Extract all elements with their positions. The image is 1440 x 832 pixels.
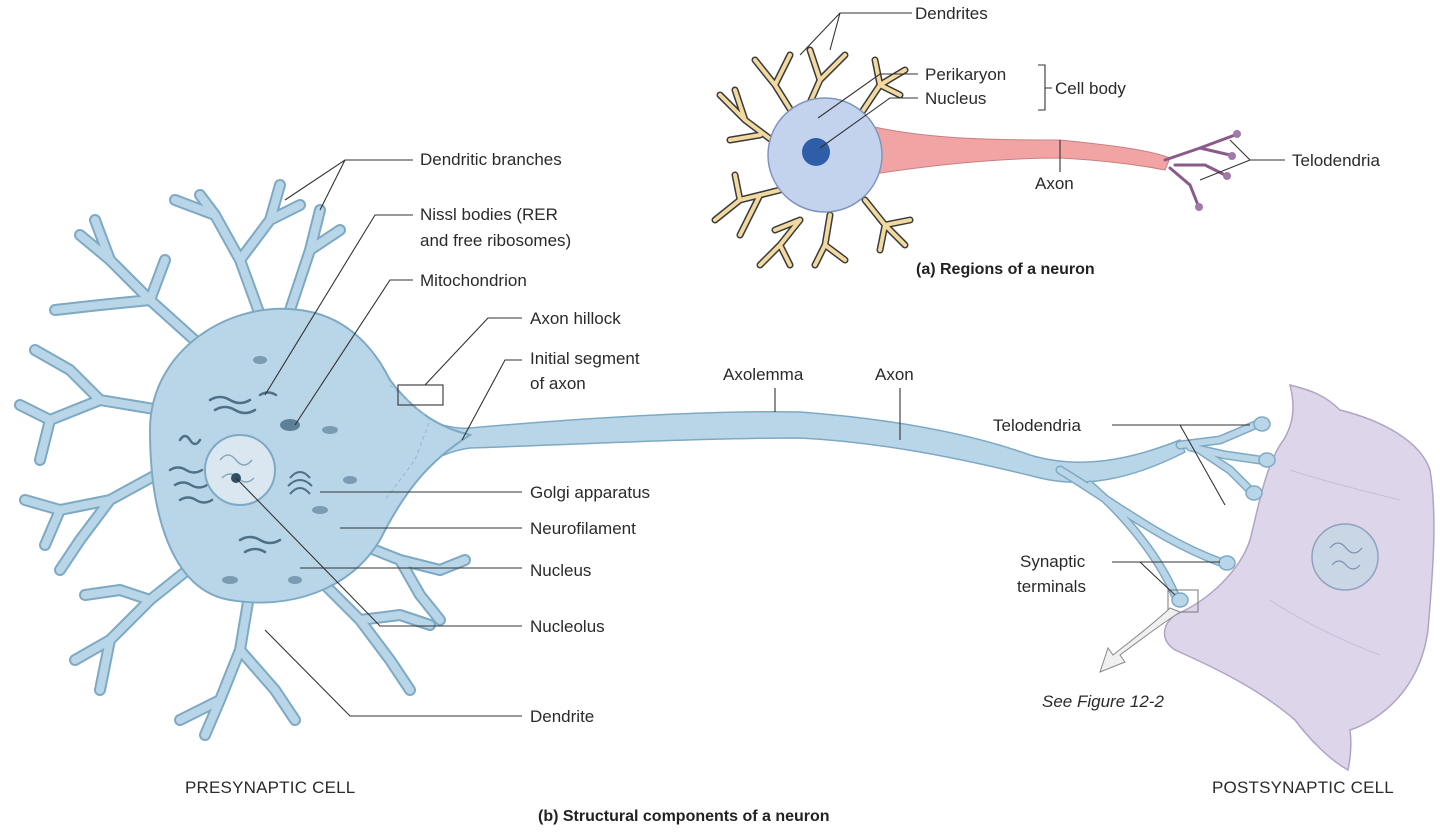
label-dendrite: Dendrite bbox=[530, 707, 594, 726]
label-nucleus-a: Nucleus bbox=[925, 89, 986, 108]
presynaptic-neuron bbox=[14, 179, 1276, 741]
label-dendrites: Dendrites bbox=[915, 4, 988, 23]
label-perikaryon: Perikaryon bbox=[925, 65, 1006, 84]
panel-a-dendrites bbox=[713, 48, 912, 267]
panel-a-telodendria-knobs bbox=[1195, 130, 1241, 211]
label-axolemma: Axolemma bbox=[723, 365, 804, 384]
label-postsynaptic-cell: POSTSYNAPTIC CELL bbox=[1212, 778, 1394, 797]
label-axon-a: Axon bbox=[1035, 174, 1074, 193]
golgi-apparatus bbox=[287, 471, 313, 495]
label-nucleus-b: Nucleus bbox=[530, 561, 591, 580]
nissl-bodies bbox=[168, 391, 282, 554]
dendrites bbox=[16, 181, 469, 739]
caption-panel-b: (b) Structural components of a neuron bbox=[538, 808, 830, 825]
caption-panel-a: (a) Regions of a neuron bbox=[916, 261, 1095, 278]
label-initial-segment-line1: Initial segment bbox=[530, 349, 640, 368]
label-golgi-apparatus: Golgi apparatus bbox=[530, 483, 650, 502]
label-synaptic-line1: Synaptic bbox=[1020, 552, 1086, 571]
label-synaptic-line2: terminals bbox=[1017, 577, 1086, 596]
panel-a-nucleus bbox=[802, 138, 830, 166]
postsynaptic-nucleus bbox=[1311, 523, 1379, 591]
panel-a-neuron bbox=[711, 46, 1241, 269]
synapse-zoom-box bbox=[1167, 589, 1199, 613]
label-presynaptic-cell: PRESYNAPTIC CELL bbox=[185, 778, 355, 797]
label-dendritic-branches: Dendritic branches bbox=[420, 150, 562, 169]
label-neurofilament: Neurofilament bbox=[530, 519, 636, 538]
label-nucleolus: Nucleolus bbox=[530, 617, 605, 636]
panel-b-leader-lines bbox=[235, 159, 1250, 717]
label-axon-hillock: Axon hillock bbox=[530, 309, 621, 328]
label-mitochondrion: Mitochondrion bbox=[420, 271, 527, 290]
synaptic-knobs bbox=[1171, 416, 1276, 608]
telodendria bbox=[1057, 422, 1263, 598]
label-initial-segment-line2: of axon bbox=[530, 374, 586, 393]
axon bbox=[379, 393, 1186, 503]
nucleus bbox=[204, 434, 276, 506]
postsynaptic-cell bbox=[1163, 383, 1435, 772]
see-figure-arrow-icon bbox=[1099, 607, 1182, 673]
panel-a-leader-lines bbox=[799, 12, 1285, 181]
label-axon-b: Axon bbox=[875, 365, 914, 384]
panel-a-axon bbox=[864, 124, 1171, 176]
mitochondrion bbox=[280, 419, 300, 431]
label-nissl-bodies-line1: Nissl bodies (RER bbox=[420, 205, 558, 224]
label-cell-body: Cell body bbox=[1055, 79, 1126, 98]
label-telodendria-b: Telodendria bbox=[993, 416, 1081, 435]
axon-hillock-region bbox=[384, 384, 431, 501]
label-nissl-bodies-line2: and free ribosomes) bbox=[420, 231, 571, 250]
panel-a-telodendria bbox=[1163, 133, 1237, 207]
label-telodendria-a: Telodendria bbox=[1292, 151, 1380, 170]
cell-body bbox=[148, 307, 473, 604]
label-see-figure: See Figure 12-2 bbox=[1042, 692, 1164, 711]
